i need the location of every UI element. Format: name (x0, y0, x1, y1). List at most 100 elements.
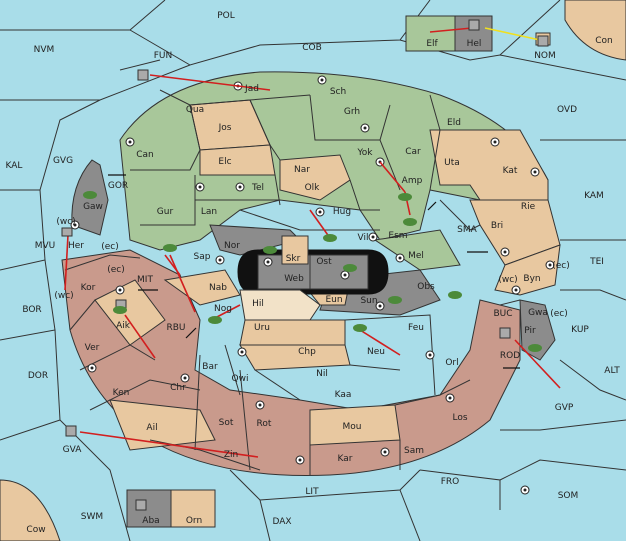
province-label-zin: Zin (224, 450, 238, 460)
province-label-qwi: Qwi (232, 374, 249, 384)
coast-label-ec: (ec) (101, 242, 119, 252)
province-label-nar: Nar (294, 165, 310, 175)
sea-label-gvp: GVP (555, 403, 574, 413)
province-label-vil: Vil (358, 233, 369, 243)
sea-label-rod: ROD (500, 351, 520, 361)
province-label-nab: Nab (209, 283, 227, 293)
sea-label-nvm: NVM (34, 45, 55, 55)
coast-label-wc: (wc) (54, 291, 73, 301)
sea-label-som: SOM (558, 491, 579, 501)
sea-label-alt: ALT (604, 366, 620, 376)
province-skr[interactable] (281, 235, 309, 265)
province-label-tel: Tel (251, 183, 264, 193)
sea-label-mvu: MVU (35, 241, 56, 251)
province-label-kat: Kat (503, 166, 518, 176)
province-label-sun: Sun (360, 296, 377, 306)
province-label-chp: Chp (298, 347, 316, 357)
province-label-can: Can (136, 150, 154, 160)
order-arrows (64, 27, 561, 458)
province-label-bar: Bar (202, 362, 218, 372)
sea-label-tei: TEI (589, 257, 604, 267)
province-ost[interactable] (309, 254, 369, 290)
sea-label-swm: SWM (81, 512, 103, 522)
province-label-amp: Amp (402, 176, 423, 186)
province-label-jad: Jad (244, 84, 259, 94)
province-label-car: Car (405, 147, 421, 157)
coast-label-ec: (ec) (550, 309, 568, 319)
sea-label-buc: BUC (493, 309, 512, 319)
province-label-sch: Sch (330, 87, 346, 97)
province-label-elf: Elf (426, 39, 438, 49)
sea-label-dor: DOR (28, 371, 48, 381)
province-label-hil: Hil (252, 299, 264, 309)
sea-label-sma: SMA (457, 225, 477, 235)
province-label-ost: Ost (316, 257, 332, 267)
sea-label-con: Con (595, 36, 613, 46)
province-label-her: Her (68, 241, 84, 251)
supply-centers (70, 75, 555, 495)
canal-arrows (108, 174, 520, 369)
sea-label-ovd: OVD (557, 105, 577, 115)
province-label-aba: Aba (142, 516, 159, 526)
province-label-pir: Pir (524, 326, 536, 336)
province-label-gaw: Gaw (83, 202, 103, 212)
province-label-skr: Skr (286, 254, 301, 264)
sea-label-bor: BOR (22, 305, 41, 315)
sea-label-fro: FRO (441, 477, 460, 487)
province-label-gwa: Gwa (528, 308, 548, 318)
province-label-ken: Ken (113, 388, 130, 398)
province-label-grh: Grh (344, 107, 360, 117)
province-label-kar: Kar (338, 454, 353, 464)
sea-label-gva: GVA (63, 445, 83, 455)
province-label-neu: Neu (367, 347, 385, 357)
sea-label-gvg: GVG (53, 156, 73, 166)
coast-label-ec: (ec) (107, 265, 125, 275)
province-label-ail: Ail (146, 423, 157, 433)
sea-label-kam: KAM (584, 191, 604, 201)
province-hil[interactable] (239, 289, 321, 321)
sea-label-rbu: RBU (166, 323, 185, 333)
green-borders (130, 89, 441, 231)
province-label-ver: Ver (85, 343, 100, 353)
sea-label-kup: KUP (571, 325, 589, 335)
sea-label-fun: FUN (154, 51, 173, 61)
province-byn[interactable] (494, 244, 561, 296)
province-label-orl: Orl (445, 358, 458, 368)
province-label-sap: Sap (194, 252, 211, 262)
province-label-qua: Qua (186, 105, 204, 115)
province-chp[interactable] (239, 344, 351, 371)
province-label-aik: Aik (116, 321, 131, 331)
sea-label-cob: COB (302, 43, 322, 53)
province-label-uru: Uru (254, 323, 270, 333)
province-pir[interactable] (519, 299, 556, 361)
units (61, 19, 549, 511)
province-ail[interactable] (109, 399, 216, 451)
province-label-bri: Bri (491, 221, 503, 231)
province-label-hug: Hug (333, 207, 351, 217)
province-label-sam: Sam (404, 446, 424, 456)
province-label-kaa: Kaa (335, 390, 352, 400)
coast-label-wc: (wc) (56, 217, 75, 227)
province-label-mou: Mou (343, 422, 362, 432)
province-elf[interactable] (405, 15, 456, 52)
province-label-obs: Obs (417, 282, 435, 292)
province-label-orn: Orn (186, 516, 202, 526)
province-elc[interactable] (199, 144, 276, 176)
province-label-nog: Nog (214, 304, 232, 314)
province-label-feu: Feu (408, 323, 424, 333)
province-label-olk: Olk (305, 183, 321, 193)
coast-label-ec: (ec) (552, 261, 570, 271)
province-orn[interactable] (170, 489, 216, 528)
province-label-lan: Lan (201, 207, 217, 217)
province-label-chr: Chr (170, 383, 186, 393)
province-label-yok: Yok (356, 148, 373, 158)
province-olk[interactable] (279, 154, 351, 201)
province-mel[interactable] (373, 229, 461, 271)
sea-label-mit: MIT (137, 275, 153, 285)
province-label-eun: Eun (325, 295, 342, 305)
province-label-elc: Elc (218, 157, 231, 167)
province-label-esm: Esm (388, 231, 407, 241)
province-label-eld: Eld (447, 118, 461, 128)
